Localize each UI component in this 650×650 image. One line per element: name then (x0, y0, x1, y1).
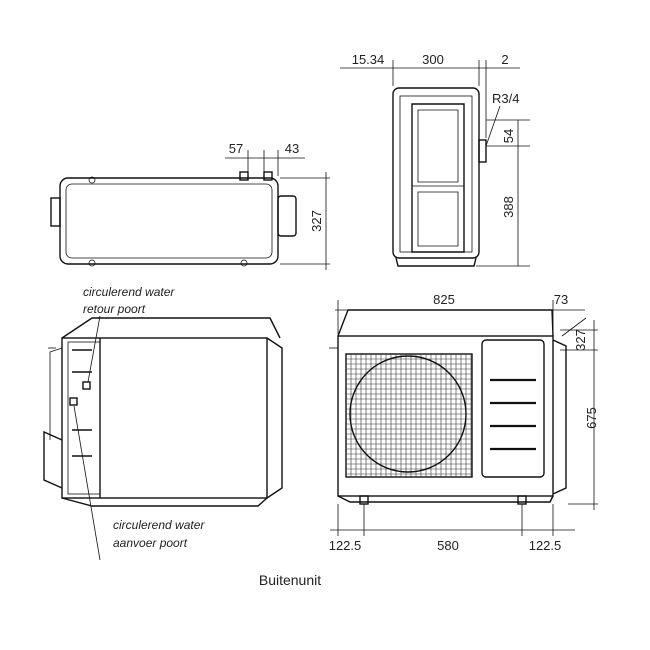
top-view-side-box (277, 195, 297, 237)
front-foot-right (517, 495, 527, 505)
dim-side-top-mid: 300 (422, 52, 444, 67)
dim-foot-right: 122.5 (529, 538, 562, 553)
side-view-panel (411, 103, 465, 253)
perspective-front (61, 337, 268, 499)
dim-top-depth: 327 (309, 210, 324, 232)
supply-port-fitting (69, 397, 78, 406)
top-view-bolt-1 (88, 176, 96, 184)
pipe-thread-leader (485, 105, 501, 147)
dim-front-overhang: 73 (554, 292, 568, 307)
perspective-left-frame (49, 347, 63, 440)
fan-grille (345, 353, 473, 478)
perspective-port-panel (67, 341, 101, 495)
dim-front-height: 675 (584, 407, 599, 429)
side-view-inner-frame (399, 95, 473, 253)
dim-top-left: 57 (229, 141, 243, 156)
front-depth-diagonal (561, 317, 587, 337)
top-view-pipe-b (263, 171, 273, 181)
side-view-pipe-connection (478, 139, 487, 163)
dim-pipe-thread: R3/4 (492, 91, 519, 106)
top-view-body (59, 177, 279, 265)
front-view: 825 73 327 675 122.5 580 122.5 (329, 292, 599, 553)
top-view: 57 43 327 (50, 141, 330, 270)
perspective-base (61, 497, 268, 507)
return-port-label-line-2: retour poort (83, 302, 146, 316)
front-side-panel (481, 339, 545, 478)
dim-front-depth: 327 (573, 329, 588, 351)
dim-side-top-right: 2 (501, 52, 508, 67)
perspective-top (61, 317, 281, 339)
fan-grille-mesh (346, 354, 472, 477)
top-view-pipe-a (239, 171, 249, 181)
top-view-left-tab (50, 197, 61, 227)
front-view-top (337, 309, 554, 337)
supply-port-label-line-2: aanvoer poort (113, 536, 188, 550)
front-view-right-side (552, 339, 567, 495)
side-view-lower-recess (417, 191, 459, 247)
dim-front-width: 825 (433, 292, 455, 307)
front-foot-left (359, 495, 369, 505)
side-view-feet (395, 257, 477, 267)
supply-port-label-line-1: circulerend water (113, 518, 205, 532)
side-view-body (392, 87, 480, 259)
drawing-caption: Buitenunit (259, 572, 321, 588)
side-view: 15.34 300 2 R3/4 54 388 (340, 52, 530, 267)
perspective-right-side (266, 337, 283, 499)
return-port-label-line-1: circulerend water (83, 285, 175, 299)
return-port-fitting (82, 381, 91, 390)
dim-side-top-left: 15.34 (352, 52, 385, 67)
top-view-bolt-2 (88, 259, 96, 267)
dim-side-height: 388 (501, 196, 516, 218)
dim-foot-span: 580 (437, 538, 459, 553)
dim-foot-left: 122.5 (329, 538, 362, 553)
return-port-leader (87, 315, 101, 383)
side-view-upper-recess (417, 109, 459, 183)
perspective-left-bracket (43, 430, 63, 489)
front-view-body (337, 335, 554, 497)
dim-side-upper-height: 54 (501, 129, 516, 143)
fan-circle (349, 355, 467, 473)
dim-top-right: 43 (285, 141, 299, 156)
top-view-bolt-3 (240, 259, 248, 267)
front-base (337, 495, 554, 503)
perspective-view: circulerend water retour poort circulere… (43, 285, 283, 561)
top-view-inner (65, 183, 273, 259)
supply-port-leader (73, 405, 101, 561)
